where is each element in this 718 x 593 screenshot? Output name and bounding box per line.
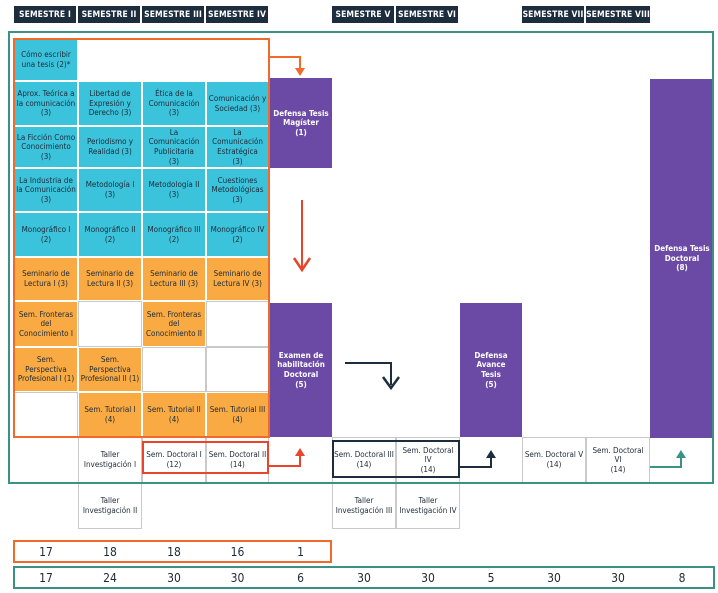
credits-magister-5: 1 [297,544,304,559]
credits-magister-2: 18 [103,544,117,559]
empty-cell [206,301,269,347]
header-semester-7: SEMESTRE VII [522,6,584,23]
empty-cell [78,301,142,347]
credits-magister-3: 18 [167,544,181,559]
course-seminario-lectura-2: Seminario de Lectura II (3) [78,257,142,301]
course-periodismo-realidad: Periodismo y Realidad (3) [78,126,142,168]
header-semester-6: SEMESTRE VI [396,6,458,23]
credits-doctorado-5: 6 [297,570,304,585]
credits-doctorado-7: 30 [421,570,435,585]
header-semester-2: SEMESTRE II [78,6,140,23]
course-seminario-doctoral-5: Sem. Doctoral V (14) [522,437,586,483]
course-seminario-lectura-1: Seminario de Lectura I (3) [14,257,78,301]
course-fronteras-conocimiento-2: Sem. Fronteras del Conocimiento II [142,301,206,347]
course-monografico-3: Monográfico III (2) [142,212,206,257]
course-monografico-2: Monográfico II (2) [78,212,142,257]
header-semester-4: SEMESTRE IV [206,6,268,23]
credits-doctorado-2: 24 [103,570,117,585]
milestone-defensa-avance-tesis: Defensa Avance Tesis (5) [460,303,522,437]
credits-doctorado-3: 30 [167,570,181,585]
credits-doctorado-4: 30 [230,570,245,585]
arrow-head [381,376,401,391]
course-seminario-lectura-4: Seminario de Lectura IV (3) [206,257,269,301]
credits-doctorado-10: 30 [611,570,625,585]
header-semester-3: SEMESTRE III [142,6,204,23]
course-cuestiones-metodologicas: Cuestiones Metodológicas (3) [206,168,269,212]
credits-magister-1: 17 [39,544,53,559]
header-semester-5: SEMESTRE V [332,6,394,23]
course-industria-comunicacion: La Industria de la Comunicación (3) [14,168,78,212]
header-semester-1: SEMESTRE I [14,6,76,23]
credits-magister-4: 16 [230,544,245,559]
credits-doctorado-11: 8 [678,570,686,585]
course-perspectiva-profesional-2: Sem. Perspectiva Profesional II (1) [78,347,142,392]
milestone-defensa-tesis-doctoral: Defensa Tesis Doctoral (8) [650,79,714,438]
course-comunicacion-sociedad: Comunicación y Sociedad (3) [206,81,269,126]
arrow-head [295,448,305,456]
arrow-to-examen [269,453,301,467]
course-seminario-lectura-3: Seminario de Lectura III (3) [142,257,206,301]
arrow-to-defensa-avance [460,455,492,468]
course-libertad-expresion: Libertad de Expresión y Derecho (3) [78,81,142,126]
course-seminario-doctoral-6: Sem. Doctoral VI (14) [586,437,650,483]
arrow-to-sem-doctoral-3 [345,362,392,385]
course-comunicacion-estrategica: La Comunicación Estratégica (3) [206,126,269,168]
milestone-examen-habilitacion: Examen de habilitación Doctoral (5) [270,303,332,437]
arrow-to-defensa-doctoral [650,455,682,468]
arrow-head [676,450,686,458]
course-tutorial-2: Sem. Tutorial II (4) [142,392,206,437]
course-comunicacion-publicitaria: La Comunicación Publicitaria (3) [142,126,206,168]
credits-doctorado-8: 5 [487,570,495,585]
course-como-escribir-tesis: Cómo escribir una tesis (2)* [14,39,78,81]
course-perspectiva-profesional-1: Sem. Perspectiva Profesional I (1) [14,347,78,392]
course-etica-comunicacion: Ética de la Comunicación (3) [142,81,206,126]
arrow-head [292,257,312,273]
course-monografico-1: Monográfico I (2) [14,212,78,257]
course-taller-investigacion-4: Taller Investigación IV [396,483,460,529]
course-fronteras-conocimiento-1: Sem. Fronteras del Conocimiento I [14,301,78,347]
arrow-head [295,68,305,76]
credits-doctorado-1: 17 [39,570,53,585]
course-seminario-doctoral-2: Sem. Doctoral II (14) [206,437,269,483]
course-monografico-4: Monográfico IV (2) [206,212,269,257]
milestone-defensa-tesis-magister: Defensa Tesis Magíster (1) [270,78,332,168]
arrow-to-defensa-magister [270,56,301,72]
credits-doctorado-6: 30 [357,570,371,585]
arrow-head [486,450,496,458]
course-seminario-doctoral-4: Sem. Doctoral IV (14) [396,437,460,483]
course-seminario-doctoral-3: Sem. Doctoral III (14) [332,437,396,483]
course-metodologia-1: Metodología I (3) [78,168,142,212]
empty-cell [142,347,206,392]
course-metodologia-2: Metodología II (3) [142,168,206,212]
header-semester-8: SEMESTRE VIII [586,6,650,23]
credits-doctorado-9: 30 [547,570,561,585]
